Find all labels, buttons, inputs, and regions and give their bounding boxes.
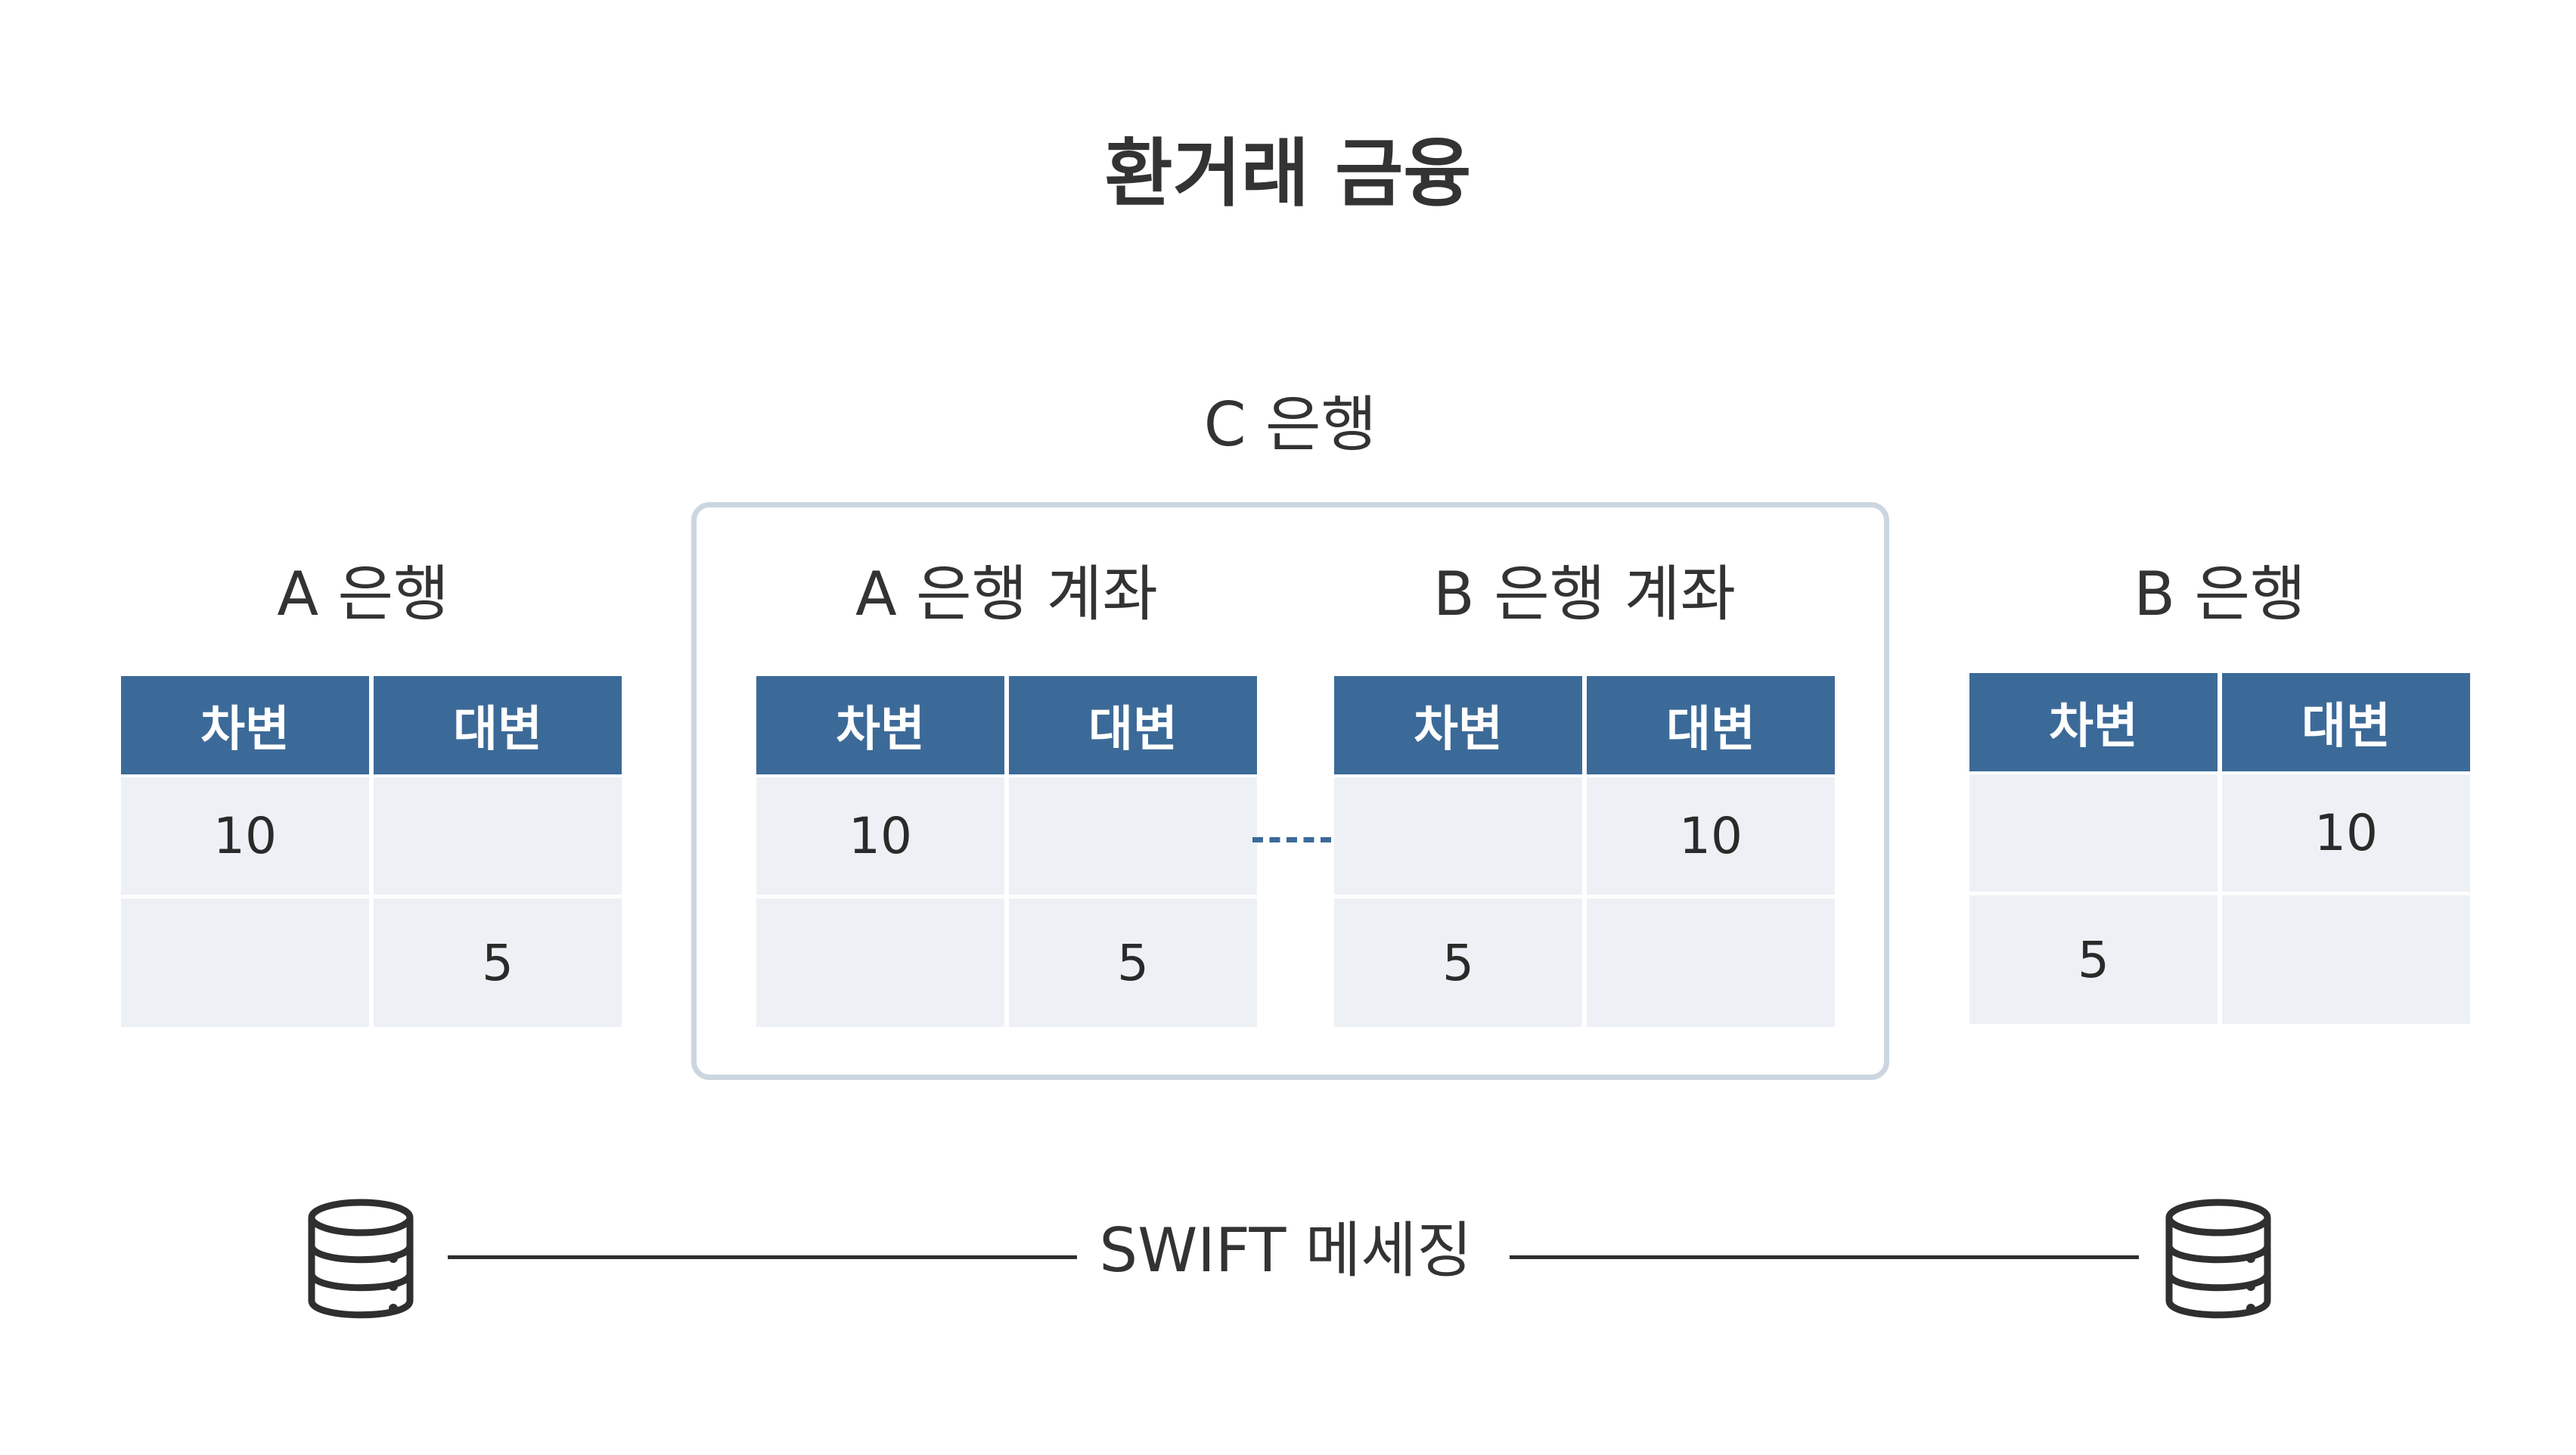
swift-connector-right (1510, 1255, 2139, 1259)
credit-header: 대변 (374, 676, 622, 774)
debit-header: 차변 (756, 676, 1004, 774)
database-icon (308, 1199, 414, 1319)
credit-cell: 10 (2222, 774, 2470, 892)
ledger-header-row: 차변 대변 (1969, 673, 2470, 771)
ledger-row: 10 (121, 777, 622, 895)
credit-cell: 5 (374, 898, 622, 1027)
ledger-row: 5 (1969, 895, 2470, 1024)
ledger-header-row: 차변 대변 (756, 676, 1257, 774)
ledger-row: 10 (756, 777, 1257, 895)
debit-cell: 5 (1969, 895, 2218, 1024)
credit-header: 대변 (2222, 673, 2470, 771)
ledger-row: 5 (1334, 898, 1835, 1027)
a-bank-label: A 은행 (277, 559, 449, 629)
credit-cell (1587, 898, 1835, 1027)
a-bank-ledger: 차변 대변 10 5 (121, 676, 622, 1027)
b-account-label: B 은행 계좌 (1432, 559, 1736, 629)
swift-connector-left (448, 1255, 1077, 1259)
debit-cell (121, 898, 369, 1027)
debit-header: 차변 (1334, 676, 1582, 774)
ledger-row: 10 (1334, 777, 1835, 895)
debit-cell: 5 (1334, 898, 1582, 1027)
b-bank-ledger: 차변 대변 10 5 (1969, 673, 2470, 1024)
a-account-ledger: 차변 대변 10 5 (756, 676, 1257, 1027)
credit-cell (2222, 895, 2470, 1024)
ledger-header-row: 차변 대변 (121, 676, 622, 774)
debit-cell (756, 898, 1004, 1027)
debit-cell: 10 (121, 777, 369, 895)
debit-header: 차변 (1969, 673, 2218, 771)
account-link-connector (1252, 837, 1331, 842)
c-bank-frame (691, 502, 1889, 1080)
swift-messaging-label: SWIFT 메세징 (1099, 1215, 1473, 1286)
c-bank-label: C 은행 (1203, 389, 1377, 460)
debit-cell (1334, 777, 1582, 895)
debit-cell (1969, 774, 2218, 892)
debit-header: 차변 (121, 676, 369, 774)
ledger-row: 5 (121, 898, 622, 1027)
b-account-ledger: 차변 대변 10 5 (1334, 676, 1835, 1027)
diagram-title: 환거래 금융 (1104, 131, 1472, 217)
credit-header: 대변 (1009, 676, 1257, 774)
a-account-label: A 은행 계좌 (855, 559, 1158, 629)
credit-cell (1009, 777, 1257, 895)
credit-cell: 5 (1009, 898, 1257, 1027)
ledger-row: 10 (1969, 774, 2470, 892)
ledger-row: 5 (756, 898, 1257, 1027)
b-bank-label: B 은행 (2134, 559, 2306, 629)
credit-header: 대변 (1587, 676, 1835, 774)
ledger-header-row: 차변 대변 (1334, 676, 1835, 774)
database-icon (2165, 1199, 2271, 1319)
credit-cell (374, 777, 622, 895)
credit-cell: 10 (1587, 777, 1835, 895)
debit-cell: 10 (756, 777, 1004, 895)
